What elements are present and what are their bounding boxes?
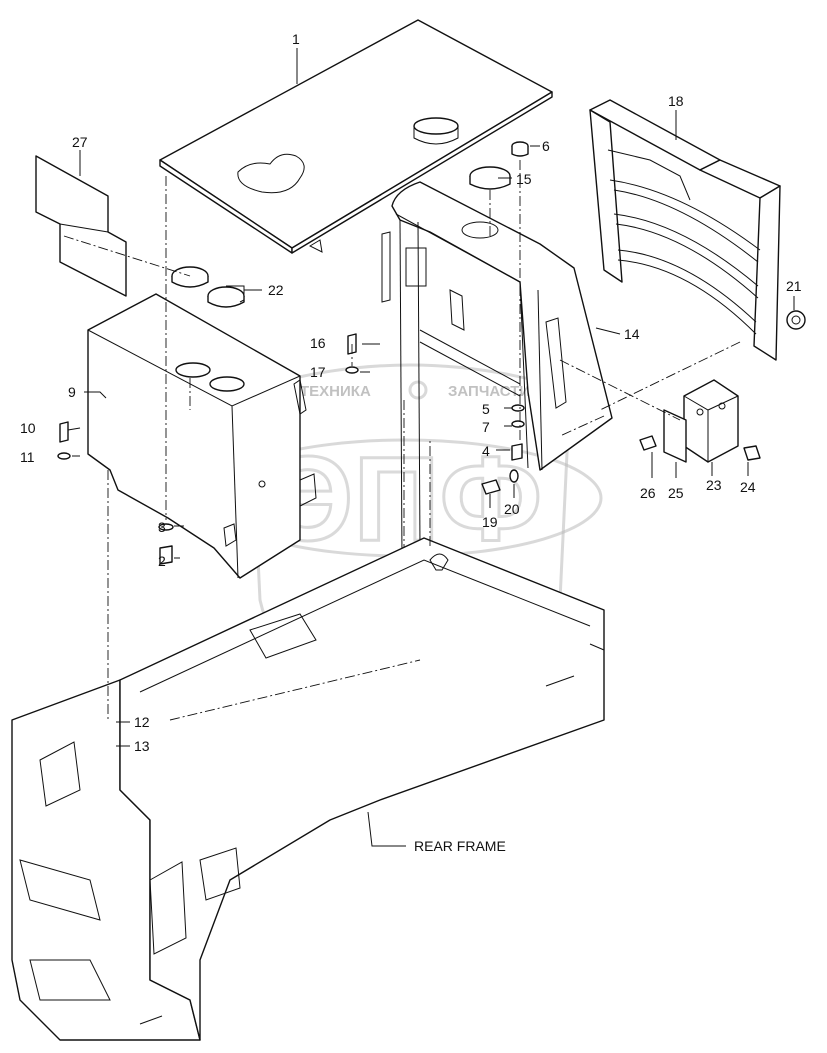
- rear-frame: [11, 537, 605, 1041]
- callout-11: 11: [20, 449, 35, 465]
- part-4-nut: [511, 443, 523, 461]
- assembly-lines: [63, 160, 741, 721]
- part-11-washer: [57, 452, 71, 460]
- callout-4: 4: [482, 443, 490, 459]
- part-15-cap: [469, 166, 511, 190]
- watermark-gear-icon: [408, 380, 428, 400]
- part-26-bolt: [639, 435, 657, 451]
- callout-14: 14: [624, 326, 640, 342]
- callout-1: 1: [292, 31, 300, 47]
- callout-10: 10: [20, 420, 36, 436]
- part-27-plate: [35, 155, 127, 297]
- watermark-right-text: ЗАПЧАСТИ: [448, 383, 530, 400]
- part-18-grille: [589, 99, 781, 361]
- part-19-bolt: [481, 479, 501, 495]
- callout-20: 20: [504, 501, 520, 517]
- callout-25: 25: [668, 485, 684, 501]
- part-21-grommet: [786, 310, 806, 330]
- callout-26: 26: [640, 485, 656, 501]
- part-3-washer: [158, 523, 174, 531]
- callout-17: 17: [310, 364, 326, 380]
- part-23-block: [683, 379, 739, 463]
- part-25-plate: [663, 409, 687, 463]
- callout-2: 2: [158, 553, 166, 569]
- part-17-washer: [345, 366, 359, 374]
- callout-5: 5: [482, 401, 490, 417]
- callout-22: 22: [268, 282, 284, 298]
- part-7-washer: [511, 420, 525, 428]
- part-2-nut: [159, 545, 173, 565]
- callout-27: 27: [72, 134, 88, 150]
- callout-21: 21: [786, 278, 802, 294]
- callout-13: 13: [134, 738, 150, 754]
- part-9-hood-panel: [87, 293, 317, 579]
- part-6-grommet: [511, 141, 529, 157]
- callout-18: 18: [668, 93, 684, 109]
- part-24-bolt: [743, 445, 761, 461]
- callout-19: 19: [482, 514, 498, 530]
- callout-23: 23: [706, 477, 722, 493]
- part-1-top-cover: [159, 19, 553, 254]
- part-5-washer: [511, 404, 525, 412]
- part-20-washer: [509, 469, 519, 483]
- callout-3: 3: [158, 519, 166, 535]
- callout-labels: 1 2 3 4 5 6 7 9 10 11 12 13 14 15 16 17 …: [20, 31, 802, 854]
- callout-7: 7: [482, 419, 490, 435]
- watermark-logo: ЭПФ: [268, 432, 542, 566]
- rear-frame-label: REAR FRAME: [414, 838, 506, 854]
- part-22-caps: [171, 266, 245, 308]
- watermark-left-text: ТЕХНИКА: [300, 383, 371, 400]
- callout-15: 15: [516, 171, 532, 187]
- callout-24: 24: [740, 479, 756, 495]
- part-14-hood-frame: [381, 181, 613, 561]
- callout-6: 6: [542, 138, 550, 154]
- callout-12: 12: [134, 714, 150, 730]
- callout-9: 9: [68, 384, 76, 400]
- leader-lines: [67, 48, 795, 847]
- part-10-bolt: [59, 421, 69, 443]
- callout-16: 16: [310, 335, 326, 351]
